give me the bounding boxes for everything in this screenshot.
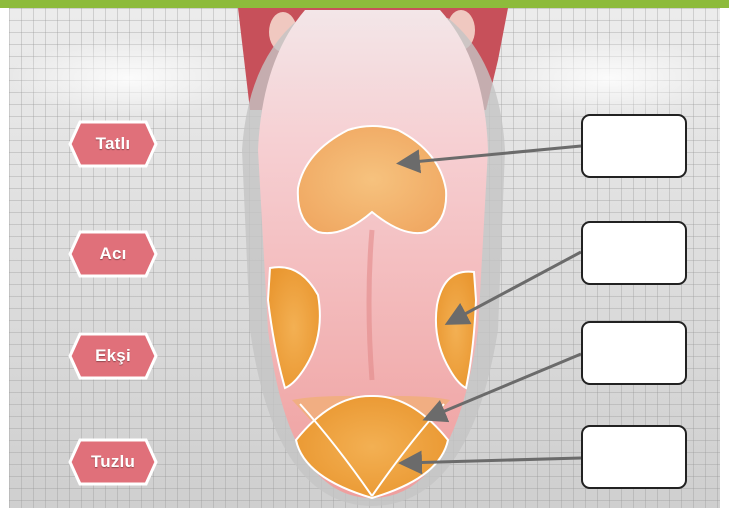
taste-button-tuzlu[interactable]: Tuzlu	[68, 438, 158, 486]
taste-button-aci[interactable]: Acı	[68, 230, 158, 278]
answer-box-4[interactable]	[581, 425, 687, 489]
answer-box-3[interactable]	[581, 321, 687, 385]
taste-button-label: Ekşi	[68, 332, 158, 380]
taste-button-label: Tuzlu	[68, 438, 158, 486]
answer-box-2[interactable]	[581, 221, 687, 285]
taste-button-eksi[interactable]: Ekşi	[68, 332, 158, 380]
taste-button-label: Tatlı	[68, 120, 158, 168]
taste-button-label: Acı	[68, 230, 158, 278]
taste-button-tatli[interactable]: Tatlı	[68, 120, 158, 168]
answer-box-1[interactable]	[581, 114, 687, 178]
